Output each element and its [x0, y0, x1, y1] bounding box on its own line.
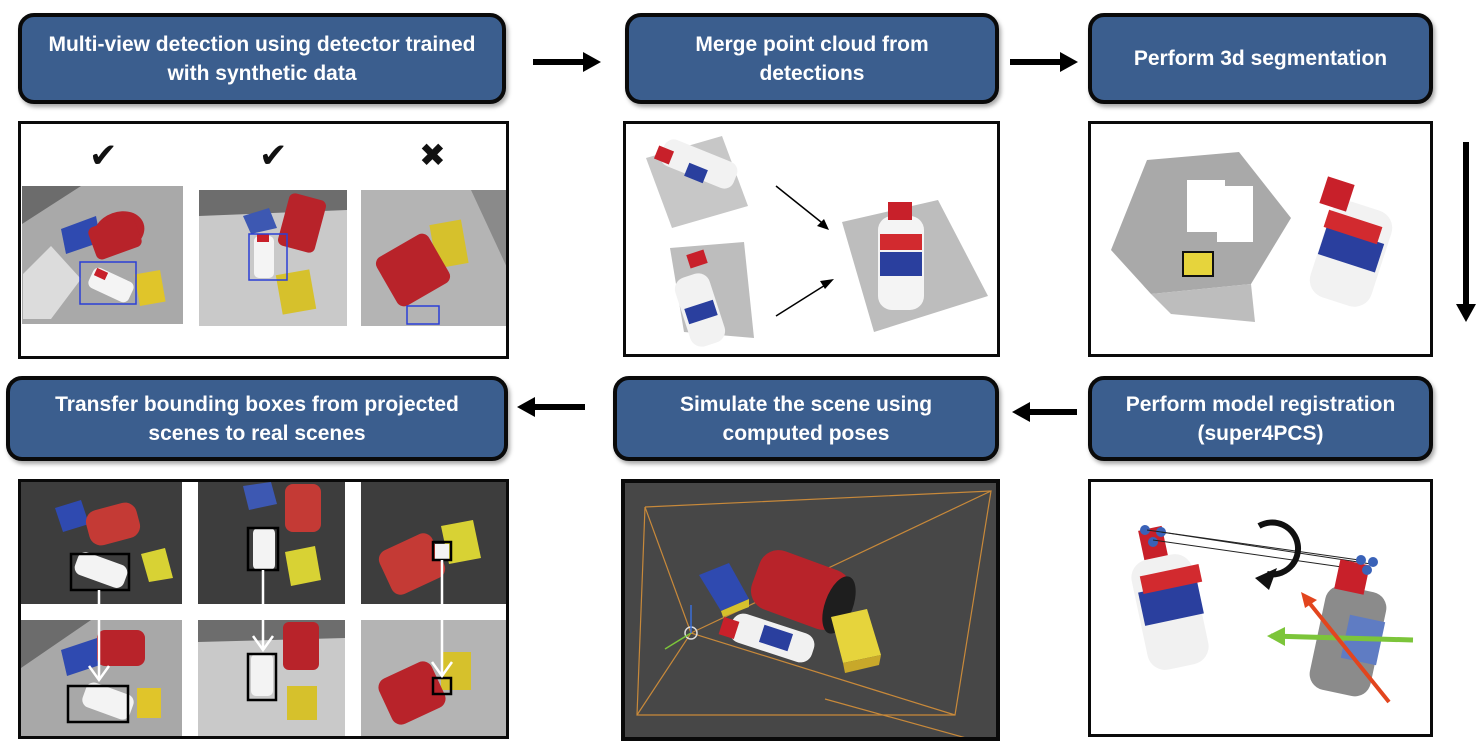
- arrow-head-icon: [817, 219, 829, 230]
- step-label: Simulate the scene using computed poses: [679, 392, 933, 445]
- segmented-glue: [1309, 176, 1393, 307]
- segmentation-figure: [1111, 152, 1393, 322]
- sim-yellow-box: [831, 609, 881, 673]
- step-label: Perform model registration (super4PCS): [1125, 392, 1396, 445]
- transfer-arrow-icon: [87, 590, 111, 683]
- step-model-registration: Perform model registration (super4PCS): [1088, 376, 1433, 461]
- registration-figure: [1131, 519, 1414, 704]
- partial-cloud-2: [670, 242, 754, 347]
- detection-view-2: [199, 190, 347, 326]
- step-label: Transfer bounding boxes from projected s…: [55, 392, 459, 445]
- panel-3d-segmentation: [1088, 121, 1433, 357]
- right-arrow-icon: [533, 52, 601, 72]
- panel-multi-view-detection: ✔ ✔ ✖: [18, 121, 509, 359]
- merged-point-cloud-figure: [646, 136, 988, 347]
- step-multi-view-detection: Multi-view detection using detector trai…: [18, 13, 506, 104]
- real-scene-2: [198, 620, 345, 736]
- step-label: Merge point cloud from detections: [695, 32, 929, 85]
- projected-scene-2: [198, 482, 345, 604]
- axes-icon: [1267, 592, 1414, 704]
- rotation-icon: [1257, 519, 1302, 578]
- partial-cloud-1: [646, 136, 748, 228]
- simulated-scene-figure: [625, 483, 996, 737]
- down-arrow-icon: [1456, 142, 1476, 322]
- projected-scene-1: [21, 482, 182, 604]
- camera-frustum: [636, 490, 992, 737]
- merged-cloud: [842, 200, 988, 332]
- detection-view-1: [22, 186, 183, 324]
- panel-merged-point-cloud: [623, 121, 1000, 357]
- segmented-scene: [1111, 152, 1291, 322]
- step-transfer-bounding-boxes: Transfer bounding boxes from projected s…: [6, 376, 508, 461]
- step-simulate-scene: Simulate the scene using computed poses: [613, 376, 999, 461]
- step-label: Multi-view detection using detector trai…: [48, 32, 476, 85]
- arrow-head-icon: [820, 279, 834, 289]
- detection-views: [22, 186, 506, 326]
- sim-glue-bottle: [718, 613, 815, 663]
- left-arrow-icon: [1012, 402, 1077, 422]
- left-arrow-icon: [517, 397, 585, 417]
- observed-glue: [1309, 555, 1387, 697]
- cross-icon: ✖: [419, 137, 446, 173]
- panel-simulated-scene: [621, 479, 1000, 741]
- glue-model: [1131, 525, 1209, 670]
- projected-scene-3: [361, 482, 506, 604]
- detection-view-3: [361, 190, 506, 326]
- step-merge-point-cloud: Merge point cloud from detections: [625, 13, 999, 104]
- transfer-arrow-icon: [251, 570, 275, 653]
- panel-transferred-boxes: [18, 479, 509, 739]
- sim-blue-box: [699, 563, 749, 617]
- correspondence-lines: [1146, 529, 1372, 571]
- step-3d-segmentation: Perform 3d segmentation: [1088, 13, 1433, 104]
- real-scene-3: [361, 620, 506, 736]
- transfer-arrow-icon: [430, 560, 454, 679]
- rotation-arrow-head-icon: [1255, 568, 1277, 590]
- check-icon: ✔: [259, 137, 288, 175]
- check-icon: ✔: [89, 137, 118, 175]
- right-arrow-icon: [1010, 52, 1078, 72]
- step-label: Perform 3d segmentation: [1133, 47, 1388, 70]
- real-scene-1: [21, 620, 182, 736]
- panel-model-registration: [1088, 479, 1433, 737]
- transfer-figure: [21, 482, 506, 736]
